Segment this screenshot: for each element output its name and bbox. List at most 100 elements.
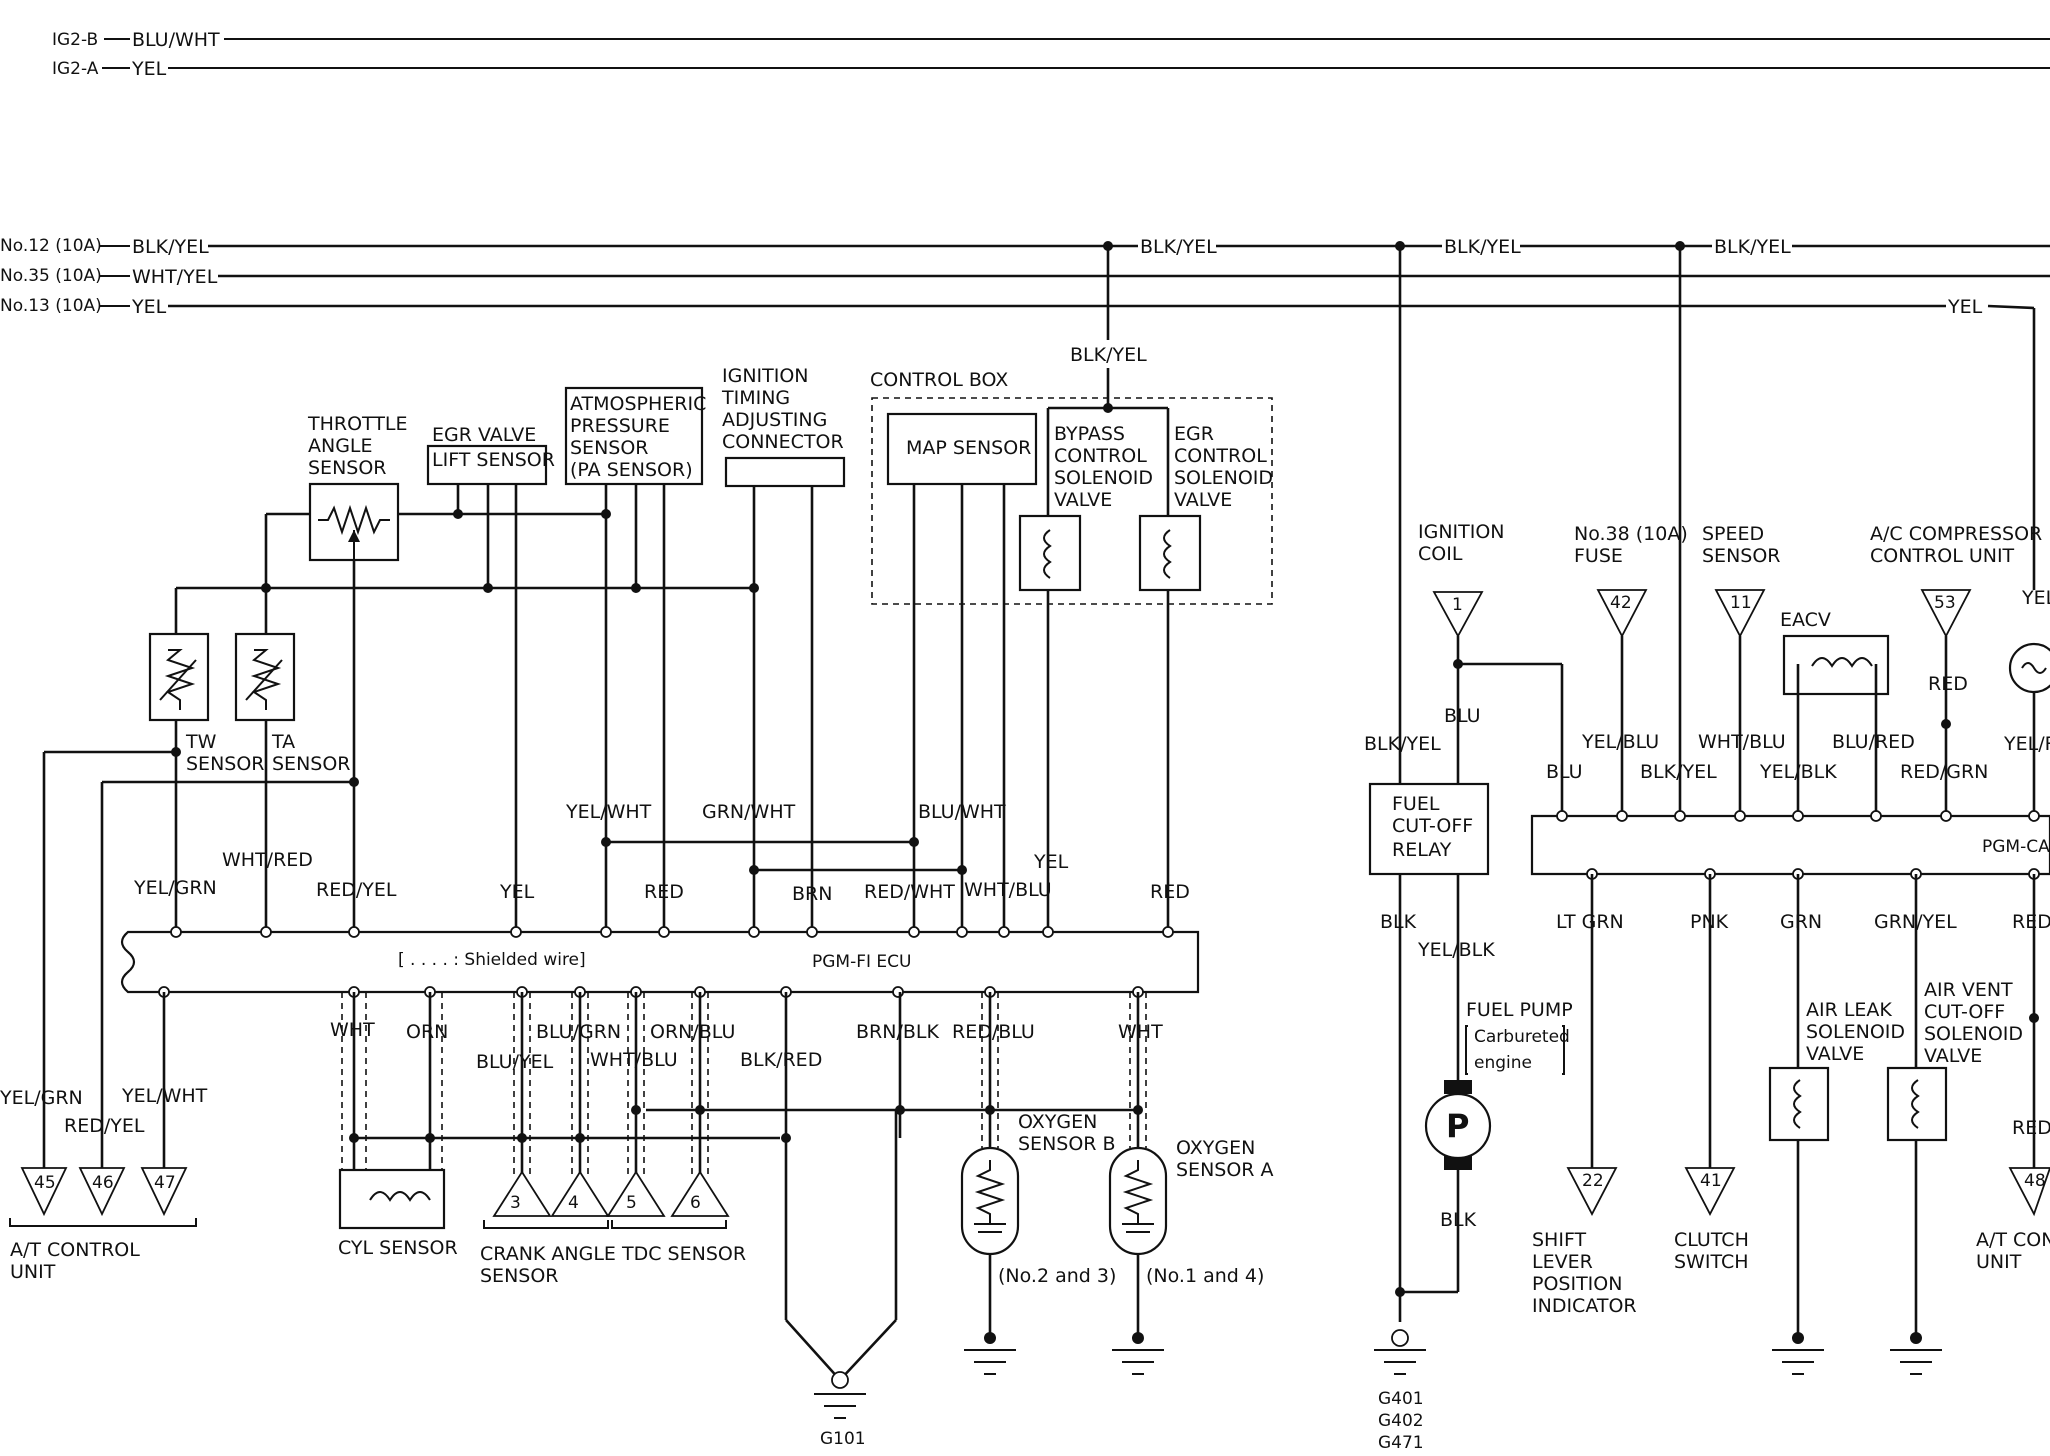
wire-label-lt-grn: LT GRN: [1556, 911, 1624, 933]
svg-text:6: 6: [690, 1193, 701, 1213]
svg-text:TW: TW: [185, 731, 217, 753]
fuse12-tap-label-2: BLK/YEL: [1444, 236, 1521, 258]
shielded-wire-note: [ . . . . : Shielded wire]: [398, 950, 586, 970]
wire-label-blk-red: BLK/RED: [740, 1049, 822, 1071]
svg-text:(PA SENSOR): (PA SENSOR): [570, 459, 693, 481]
svg-text:SHIFT: SHIFT: [1532, 1229, 1587, 1251]
svg-text:CONTROL UNIT: CONTROL UNIT: [1870, 545, 2015, 567]
svg-text:5: 5: [626, 1193, 637, 1213]
svg-text:IGNITION: IGNITION: [722, 365, 809, 387]
svg-text:ADJUSTING: ADJUSTING: [722, 409, 827, 431]
svg-text:POSITION: POSITION: [1532, 1273, 1622, 1295]
crank-angle-sensor: 3 4 CRANK ANGLE SENSOR: [480, 1170, 616, 1287]
svg-text:OXYGEN: OXYGEN: [1176, 1137, 1255, 1159]
wire-label-red: RED: [644, 881, 684, 903]
wire-label-orn-blu: ORN/BLU: [650, 1021, 735, 1043]
svg-text:BYPASS: BYPASS: [1054, 423, 1125, 445]
wire-label-grn-yel: GRN/YEL: [1874, 911, 1957, 933]
svg-text:SOLENOID: SOLENOID: [1806, 1021, 1905, 1043]
fuse12-tap-label-3: BLK/YEL: [1714, 236, 1791, 258]
wire-label-wht-blu: WHT/BLU: [964, 879, 1052, 901]
svg-text:AIR VENT: AIR VENT: [1924, 979, 2013, 1001]
wire-label-yel-blk-r: YEL/BLK: [1759, 761, 1837, 783]
map-sensor-box: [886, 412, 1038, 486]
svg-text:VALVE: VALVE: [1924, 1045, 1982, 1067]
ignition-timing-connector: IGNITION TIMING ADJUSTING CONNECTOR: [721, 365, 846, 488]
cyl-sensor: CYL SENSOR: [338, 1168, 458, 1259]
ig2a-wire-label: YEL: [131, 58, 167, 80]
svg-text:G401: G401: [1378, 1389, 1424, 1409]
air-leak-valve: AIR LEAK SOLENOID VALVE: [1768, 999, 1905, 1142]
fuel-cut-off-relay: FUEL CUT-OFF RELAY: [1368, 782, 1490, 876]
svg-text:IGNITION: IGNITION: [1418, 521, 1505, 543]
wire-label-pnk: PNK: [1690, 911, 1729, 933]
yel-cut-label: YEL: [2021, 587, 2050, 609]
wire-label-yel-blu-r: YEL/BLU: [1581, 731, 1659, 753]
svg-text:G471: G471: [1378, 1433, 1424, 1453]
throttle-angle-sensor: THROTTLE ANGLE SENSOR: [307, 413, 408, 562]
wire-label-wht-red: WHT/RED: [222, 849, 313, 871]
svg-text:ATMOSPHERIC: ATMOSPHERIC: [570, 393, 706, 415]
relay-blk-yel-label: BLK/YEL: [1364, 733, 1441, 755]
eacv: EACV: [1780, 609, 1890, 696]
control-box-outline: [871, 397, 1273, 605]
svg-text:11: 11: [1730, 593, 1752, 613]
wire-label-yel-grn: YEL/GRN: [133, 877, 217, 899]
ig2a-label: IG2-A: [52, 59, 99, 79]
pump-symbol: P: [1446, 1107, 1469, 1145]
svg-text:SOLENOID: SOLENOID: [1054, 467, 1153, 489]
svg-text:UNIT: UNIT: [10, 1261, 56, 1283]
map-sensor-label: MAP SENSOR: [906, 437, 1031, 459]
pgm-carb-ecu: [1530, 814, 2050, 876]
clutch-switch-pin: 41 CLUTCH SWITCH: [1674, 1167, 1749, 1273]
wire-label-red-2: RED: [1150, 881, 1190, 903]
svg-text:SENSOR: SENSOR: [272, 753, 351, 775]
fuse12-tap-label-1: BLK/YEL: [1140, 236, 1217, 258]
svg-text:COIL: COIL: [1418, 543, 1463, 565]
svg-text:VALVE: VALVE: [1806, 1043, 1864, 1065]
wire-label-yel: YEL: [499, 881, 535, 903]
svg-text:SENSOR: SENSOR: [1702, 545, 1781, 567]
fuse35-label: No.35 (10A): [0, 266, 102, 286]
power-line-fuse13: No.13 (10A) YEL YEL: [0, 296, 2036, 590]
svg-text:TIMING: TIMING: [721, 387, 790, 409]
wire-label-red-wht: RED/WHT: [864, 881, 955, 903]
fuse38-pin: No.38 (10A) FUSE 42: [1574, 523, 1688, 638]
ig2b-label: IG2-B: [52, 30, 98, 50]
wire-label-grn-wht: GRN/WHT: [702, 801, 796, 823]
fuel-pump: FUEL PUMP Carbureted engine P: [1424, 999, 1573, 1170]
svg-text:CLUTCH: CLUTCH: [1674, 1229, 1749, 1251]
svg-text:FUSE: FUSE: [1574, 545, 1623, 567]
svg-text:PRESSURE: PRESSURE: [570, 415, 670, 437]
wire-label-red-grn-r: RED/GRN: [1900, 761, 1988, 783]
at-pin-46: 46: [92, 1173, 114, 1193]
pump-blk-label: BLK: [1440, 1209, 1477, 1231]
air-vent-valve: AIR VENT CUT-OFF SOLENOID VALVE: [1886, 979, 2023, 1142]
svg-text:No.38 (10A): No.38 (10A): [1574, 523, 1688, 545]
tdc-sensor-label: TDC SENSOR: [621, 1243, 746, 1265]
svg-text:SENSOR: SENSOR: [570, 437, 649, 459]
fuse13-tap-label: YEL: [1947, 296, 1983, 318]
relay-yel-blk-label: YEL/BLK: [1417, 939, 1495, 961]
oxygen-sensor-a: OXYGEN SENSOR A (No.1 and 4): [1108, 1137, 1274, 1375]
svg-text:LEVER: LEVER: [1532, 1251, 1593, 1273]
wire-label-wht-blu-2: WHT/BLU: [590, 1049, 678, 1071]
wire-label-brn-blk: BRN/BLK: [856, 1021, 939, 1043]
wire-label-red-blu: RED/BLU: [952, 1021, 1035, 1043]
ground-g401: G401 G402 G471: [1374, 1329, 1426, 1453]
pa-sensor: ATMOSPHERIC PRESSURE SENSOR (PA SENSOR): [564, 386, 706, 486]
fuse13-label: No.13 (10A): [0, 296, 102, 316]
svg-text:SENSOR: SENSOR: [480, 1265, 559, 1287]
wire-label-blu-wht: BLU/WHT: [918, 801, 1006, 823]
at-pin-45: 45: [34, 1173, 56, 1193]
svg-text:A/C COMPRESSOR: A/C COMPRESSOR: [1870, 523, 2042, 545]
left-wire-yel-grn: YEL/GRN: [0, 1087, 83, 1109]
svg-text:FUEL: FUEL: [1392, 793, 1440, 815]
o2b-note: (No.2 and 3): [998, 1265, 1116, 1287]
control-box: CONTROL BOX BLK/YEL MAP SENSOR BYPASS CO…: [870, 241, 1273, 605]
relay-blk-label: BLK: [1380, 911, 1417, 933]
wire-label-grn: GRN: [1780, 911, 1822, 933]
svg-text:42: 42: [1610, 593, 1632, 613]
left-wire-red-yel: RED/YEL: [64, 1115, 145, 1137]
